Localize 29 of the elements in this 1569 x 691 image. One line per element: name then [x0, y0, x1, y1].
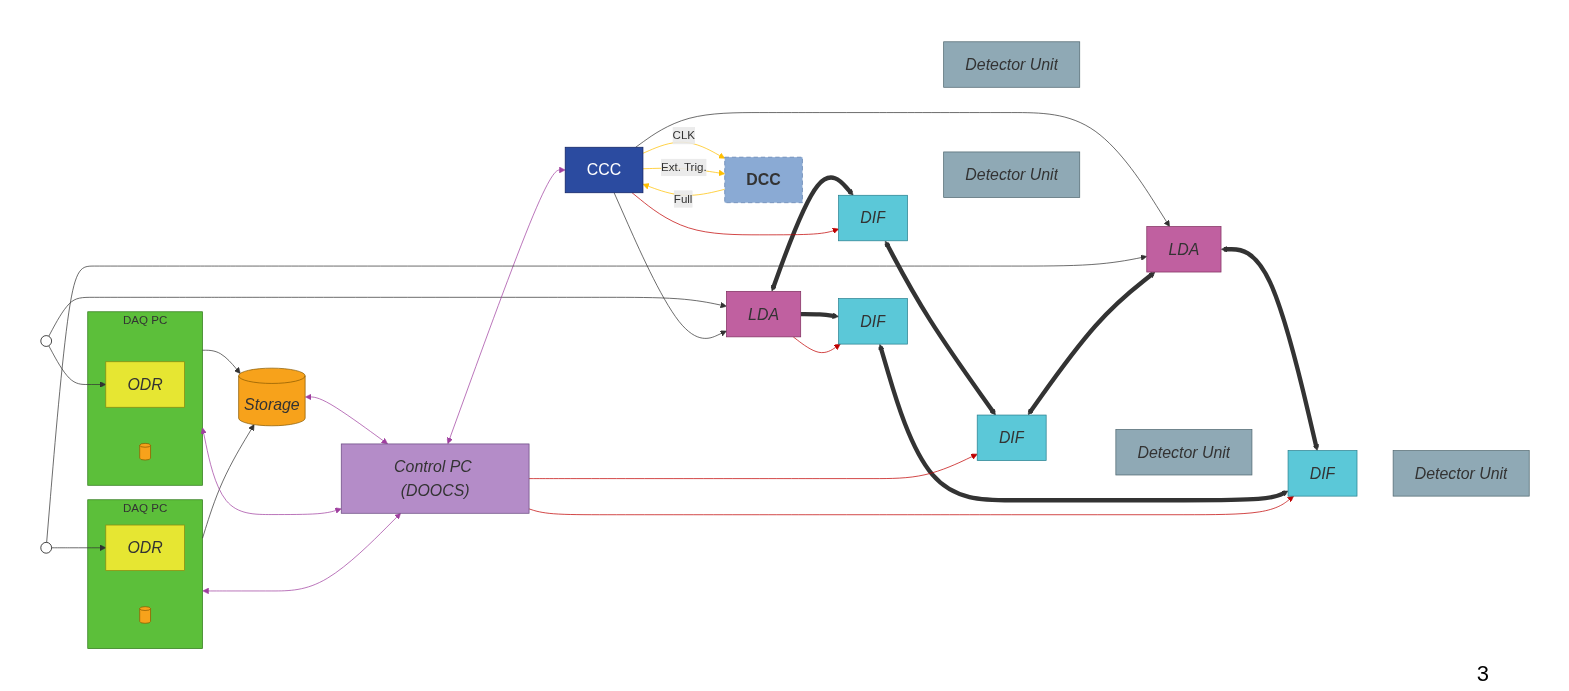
node-box: [340, 443, 529, 514]
arrow: [770, 175, 853, 292]
node-box: [104, 361, 185, 408]
node-box: [1392, 450, 1530, 497]
cluster: [86, 499, 203, 650]
cluster: [86, 311, 203, 486]
arrow: [1220, 246, 1319, 452]
node-box: [1145, 226, 1221, 273]
node-box: [725, 291, 801, 338]
arrow: [1027, 272, 1155, 416]
arrow: [884, 241, 996, 416]
node-cylinder: [138, 443, 151, 461]
node-cylinder: [138, 606, 151, 624]
arrow: [877, 344, 1288, 503]
page-number: 3: [1476, 661, 1489, 686]
arrow: [800, 312, 839, 320]
node-box: [564, 147, 643, 194]
diagram: DAQ PC DAQ PC CLK Ext. Trig. Full ODR Storage ODR Control PC (DOOCS) CCC LDA LDA DCC DIF Detector Unit DIF Detector Unit DIF Detector Unit DIF Detector Unit: [34, 36, 1535, 655]
node-box: [837, 298, 908, 345]
node-box: [942, 41, 1080, 88]
node-box: [1115, 429, 1252, 476]
node-circle: [39, 542, 52, 554]
node-box: [1287, 450, 1357, 497]
node-box: [723, 157, 803, 204]
node-box: [976, 415, 1047, 462]
node-box: [942, 151, 1080, 199]
node-box: [104, 525, 185, 572]
node-box: [837, 195, 908, 242]
node-circle: [39, 335, 52, 348]
